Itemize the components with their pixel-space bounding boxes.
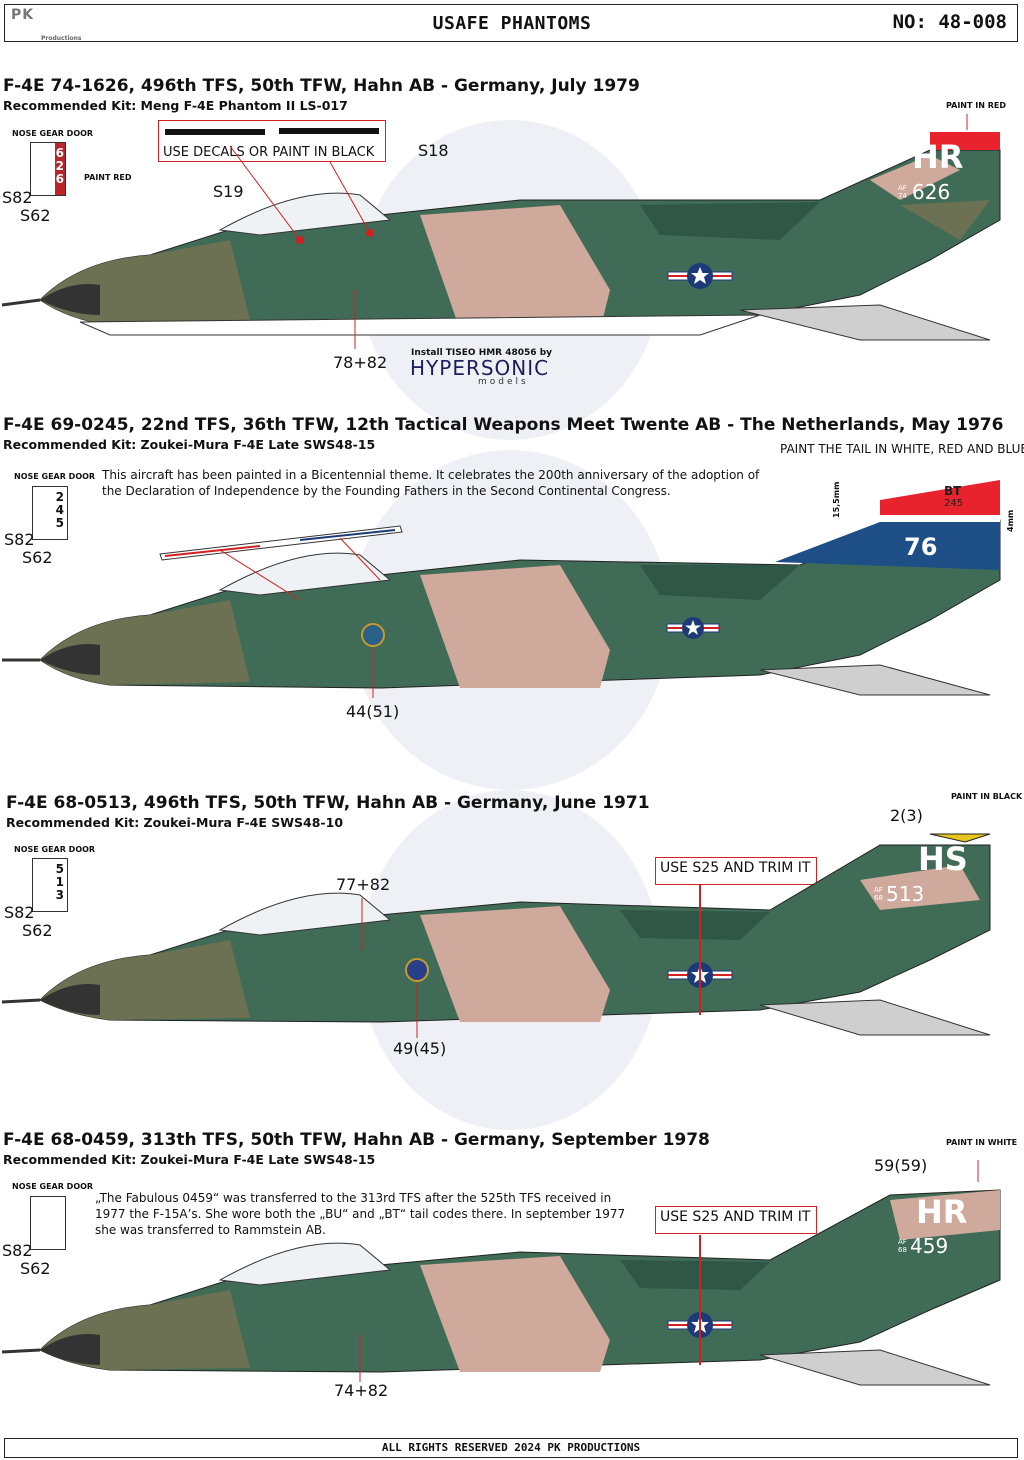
aircraft-profile-1 — [1, 114, 1001, 349]
tail-code-1: HR — [912, 138, 964, 176]
tail-serial-2: 245 — [944, 498, 964, 509]
dim-4mm: 4mm — [1006, 509, 1015, 532]
tail-note-3: PAINT IN BLACK — [951, 792, 1023, 801]
dim-15-5mm: 15,5mm — [832, 481, 841, 518]
nose-gear-label-3: NOSE GEAR DOOR — [14, 845, 96, 854]
nose-gear-label: NOSE GEAR DOOR — [12, 129, 94, 138]
serial-3: 513 — [886, 882, 925, 906]
section-2-note: This aircraft has been painted in a Bice… — [102, 468, 760, 498]
label-74-82: 74+82 — [334, 1381, 389, 1400]
tail-note-1: PAINT IN RED — [946, 101, 1006, 110]
page-title: USAFE PHANTOMS — [432, 13, 592, 34]
callout-use-s25-2: USE S25 AND TRIM IT — [655, 1206, 817, 1234]
label-s62-2: S62 — [22, 548, 53, 567]
nose-gear-label-4: NOSE GEAR DOOR — [12, 1182, 94, 1191]
section-4-title: F-4E 68-0459, 313th TFS, 50th TFW, Hahn … — [3, 1130, 710, 1150]
serial-4: 459 — [910, 1234, 949, 1258]
section-4-kit: Recommended Kit: Zoukei-Mura F-4E Late S… — [3, 1152, 376, 1167]
section-2-kit: Recommended Kit: Zoukei-Mura F-4E Late S… — [3, 437, 376, 452]
tail-number-76: 76 — [904, 533, 938, 561]
label-s82-4: S82 — [2, 1241, 33, 1260]
section-1-title: F-4E 74-1626, 496th TFS, 50th TFW, Hahn … — [3, 76, 640, 96]
label-44-51: 44(51) — [346, 702, 400, 721]
sheet-number: NO: 48-008 — [892, 11, 1007, 33]
callout-decals-black: USE DECALS OR PAINT IN BLACK — [158, 120, 386, 162]
section-1-kit: Recommended Kit: Meng F-4E Phantom II LS… — [3, 98, 348, 113]
label-s82-3: S82 — [4, 903, 35, 922]
label-s18: S18 — [418, 141, 449, 160]
label-s62-4: S62 — [20, 1259, 51, 1278]
label-s82: S82 — [2, 188, 33, 207]
hypersonic-brand: HYPERSONIC — [410, 356, 550, 380]
serial-1: 626 — [912, 180, 951, 204]
label-s62: S62 — [20, 206, 51, 225]
callout-use-s25-1: USE S25 AND TRIM IT — [655, 857, 817, 885]
tail-code-2: BT — [944, 484, 962, 498]
label-78-82: 78+82 — [333, 353, 388, 372]
tail-note-2: PAINT THE TAIL IN WHITE, RED AND BLUE — [780, 442, 1024, 456]
nose-gear-door-4 — [30, 1196, 66, 1250]
aircraft-profile-3 — [1, 833, 991, 1038]
label-s62-3: S62 — [22, 921, 53, 940]
label-77-82: 77+82 — [336, 875, 391, 894]
aircraft-profile-2 — [2, 480, 1001, 698]
tail-note-4: PAINT IN WHITE — [946, 1138, 1018, 1147]
label-49-45: 49(45) — [393, 1039, 447, 1058]
install-note: Install TISEO HMR 48056 by — [411, 348, 552, 358]
nose-gear-label-2: NOSE GEAR DOOR — [14, 472, 96, 481]
label-s82-2: S82 — [4, 530, 35, 549]
tail-code-4: HR — [916, 1193, 968, 1231]
page-footer: ALL RIGHTS RESERVED 2024 PK PRODUCTIONS — [4, 1438, 1018, 1458]
section-4-note: „The Fabulous 0459“ was transferred to t… — [95, 1191, 626, 1237]
aircraft-profile-4 — [1, 1160, 1001, 1386]
section-3-kit: Recommended Kit: Zoukei-Mura F-4E SWS48-… — [6, 815, 344, 830]
label-2-3: 2(3) — [890, 806, 923, 825]
section-3-title: F-4E 68-0513, 496th TFS, 50th TFW, Hahn … — [6, 793, 650, 813]
hypersonic-sub: models — [478, 377, 529, 387]
section-2-title: F-4E 69-0245, 22nd TFS, 36th TFW, 12th T… — [3, 415, 1004, 435]
tail-code-3: HS — [918, 840, 968, 878]
gear-paint-note: PAINT RED — [84, 173, 132, 182]
label-59-59: 59(59) — [874, 1156, 928, 1175]
label-s19: S19 — [213, 182, 244, 201]
